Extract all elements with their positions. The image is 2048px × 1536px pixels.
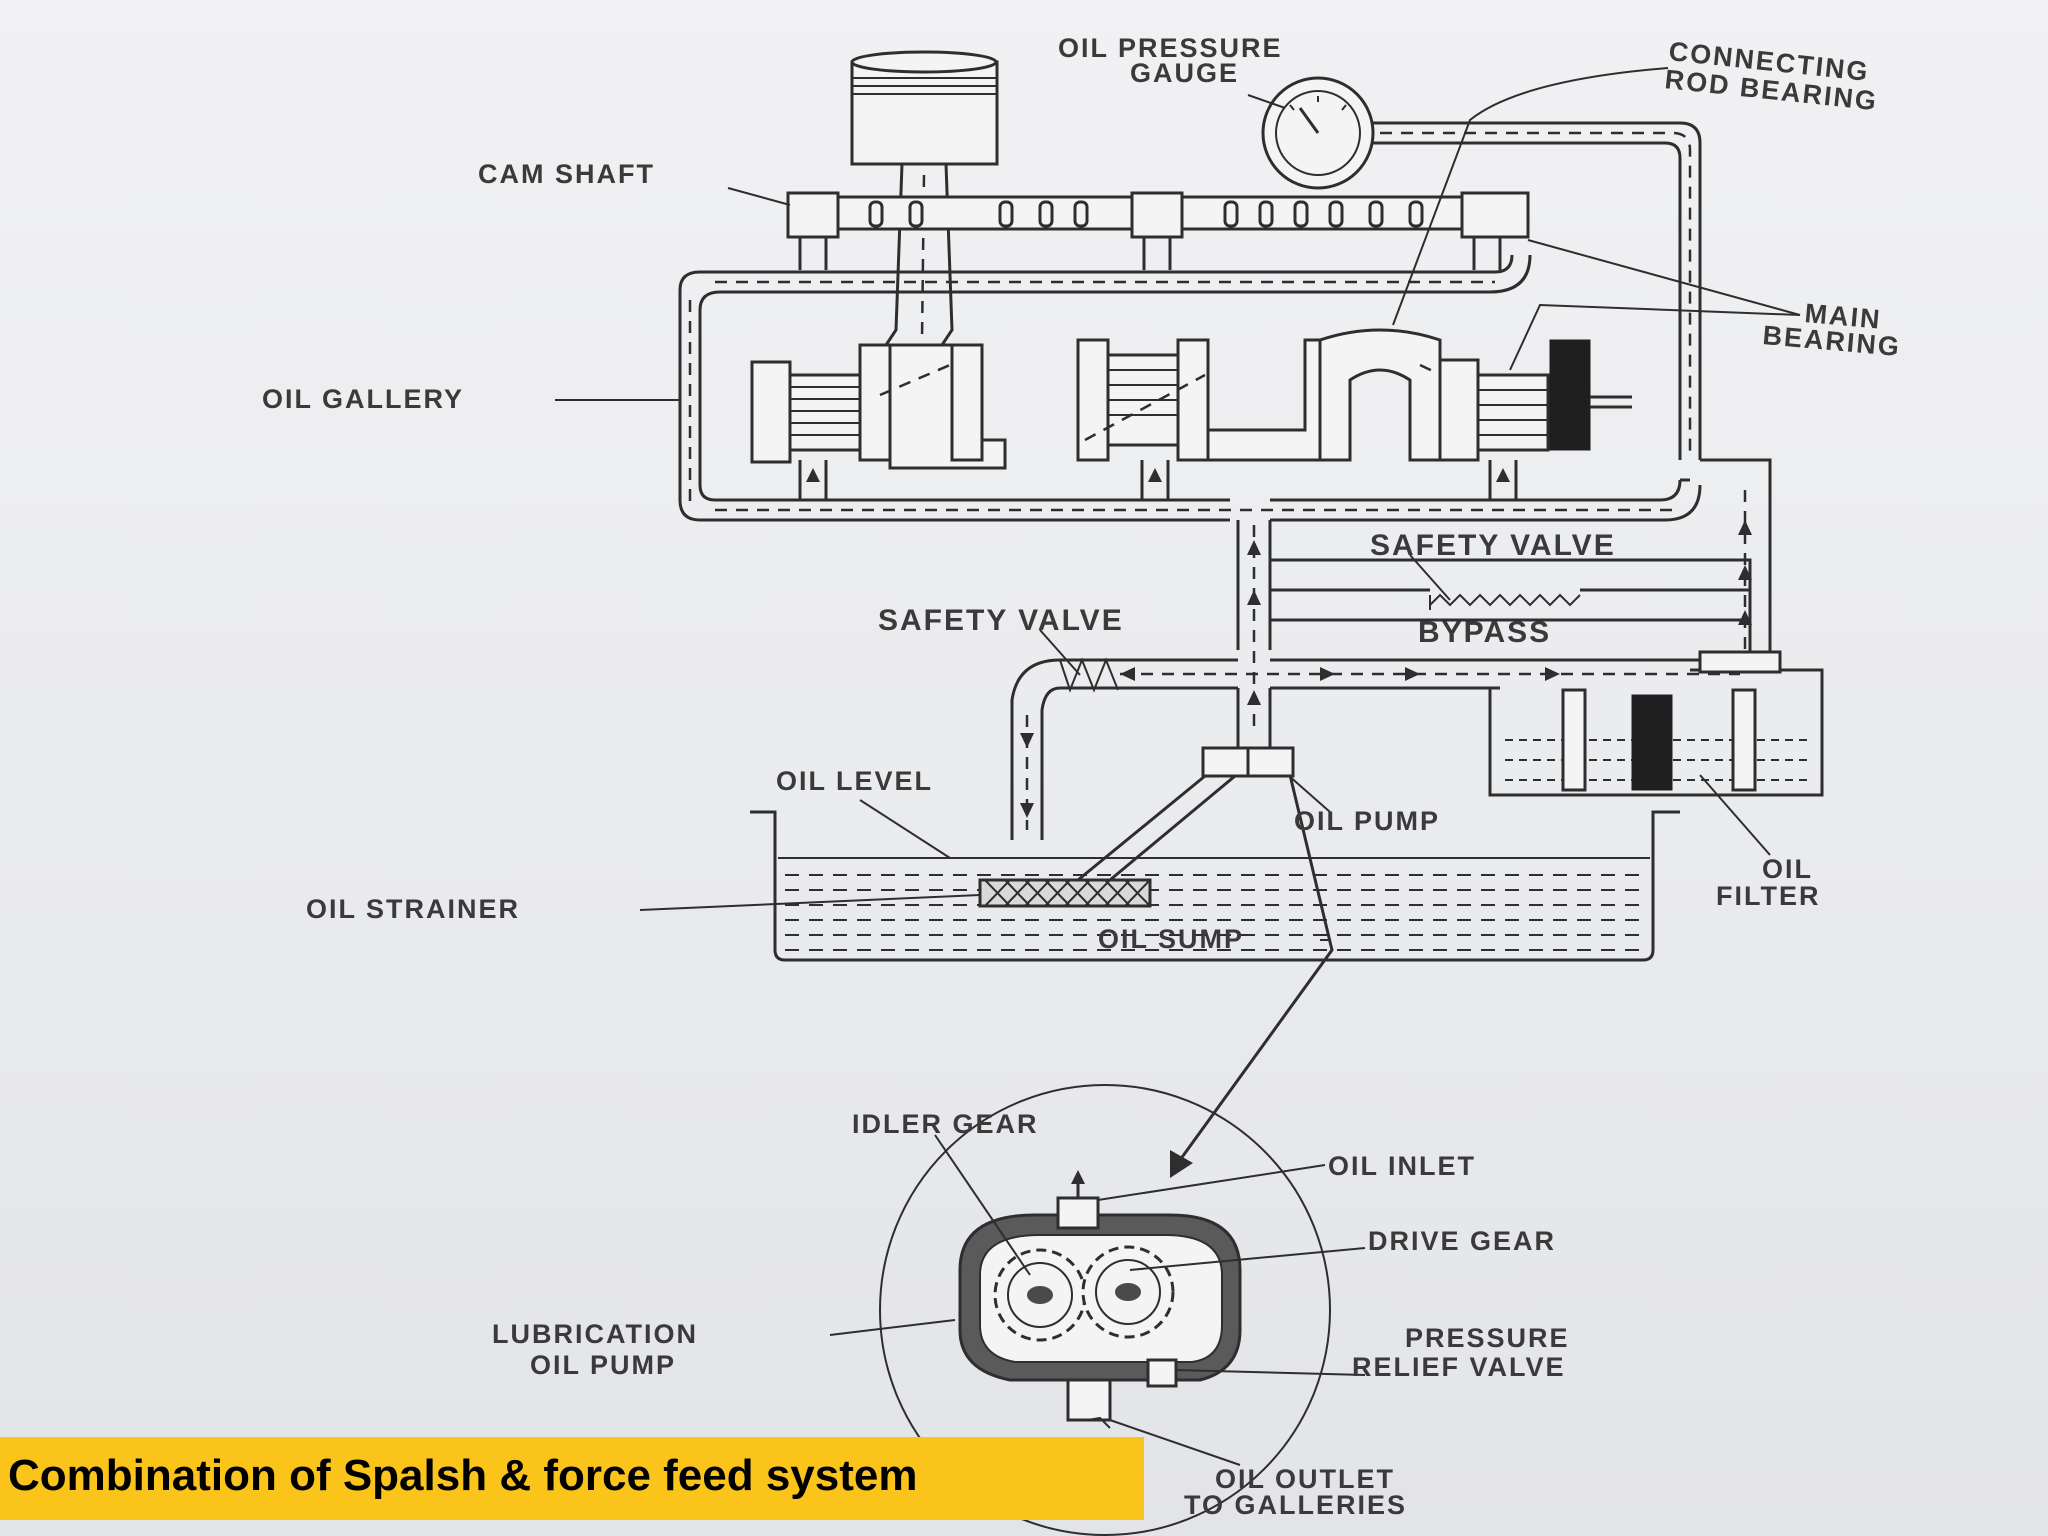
label-oil-outlet-2: TO GALLERIES: [1184, 1490, 1407, 1520]
caption-bar: Combination of Spalsh & force feed syste…: [0, 1437, 1144, 1520]
piston: [850, 50, 999, 166]
label-idler-gear: IDLER GEAR: [852, 1109, 1039, 1139]
oil-pressure-gauge: [1261, 76, 1375, 190]
label-lubrication-oil-pump-1: LUBRICATION: [492, 1319, 698, 1349]
label-oil-pump: OIL PUMP: [1294, 806, 1440, 836]
label-main-bearing-1: MAIN: [1803, 298, 1882, 335]
label-oil-strainer: OIL STRAINER: [306, 894, 520, 924]
label-oil-pressure-gauge-2: GAUGE: [1130, 58, 1239, 88]
oil-pump: [1077, 746, 1295, 882]
bypass-safety-valve: [1429, 593, 1581, 610]
oil-sump: [750, 810, 1680, 962]
oil-gallery-pipe: [678, 254, 1702, 522]
label-safety-valve-lower: SAFETY VALVE: [878, 604, 1124, 637]
label-oil-gallery: OIL GALLERY: [262, 384, 464, 414]
oil-filter: [1488, 650, 1824, 797]
label-pressure-relief-valve-2: RELIEF VALVE: [1352, 1352, 1566, 1382]
label-safety-valve-upper: SAFETY VALVE: [1370, 529, 1616, 562]
label-main-bearing-2: BEARING: [1761, 320, 1902, 362]
label-oil-pressure-gauge-1: OIL PRESSURE: [1058, 33, 1283, 63]
label-oil-level: OIL LEVEL: [776, 766, 933, 796]
drive-gear-shape: [1081, 1245, 1175, 1339]
label-oil-filter-2: FILTER: [1716, 881, 1820, 911]
filter-return-pipe: [1680, 458, 1772, 655]
crankshaft: [750, 328, 1632, 500]
sump-safety-valve: [1010, 657, 1119, 840]
label-oil-sump: OIL SUMP: [1098, 924, 1244, 954]
connecting-rod: [866, 163, 954, 373]
cam-shaft: [786, 191, 1530, 270]
caption-text: Combination of Spalsh & force feed syste…: [8, 1451, 918, 1500]
detail-pointer-arrow: [1170, 774, 1334, 1178]
idler-gear-shape: [993, 1248, 1087, 1342]
label-oil-outlet-1: OIL OUTLET: [1215, 1464, 1395, 1494]
label-bypass: BYPASS: [1418, 616, 1551, 649]
oil-strainer: [978, 878, 1152, 908]
label-pressure-relief-valve-1: PRESSURE: [1405, 1323, 1570, 1353]
label-oil-inlet: OIL INLET: [1328, 1151, 1476, 1181]
label-oil-filter-1: OIL: [1762, 854, 1813, 884]
gauge-oil-line: [1373, 121, 1702, 460]
riser-pipe: [1060, 520, 1752, 750]
leader-lines: [555, 67, 1801, 1466]
label-lubrication-oil-pump-2: OIL PUMP: [530, 1350, 676, 1380]
label-drive-gear: DRIVE GEAR: [1368, 1226, 1556, 1256]
labels: OIL PRESSURE GAUGE CONNECTING ROD BEARIN…: [262, 33, 1902, 1520]
label-cam-shaft: CAM SHAFT: [478, 159, 655, 189]
